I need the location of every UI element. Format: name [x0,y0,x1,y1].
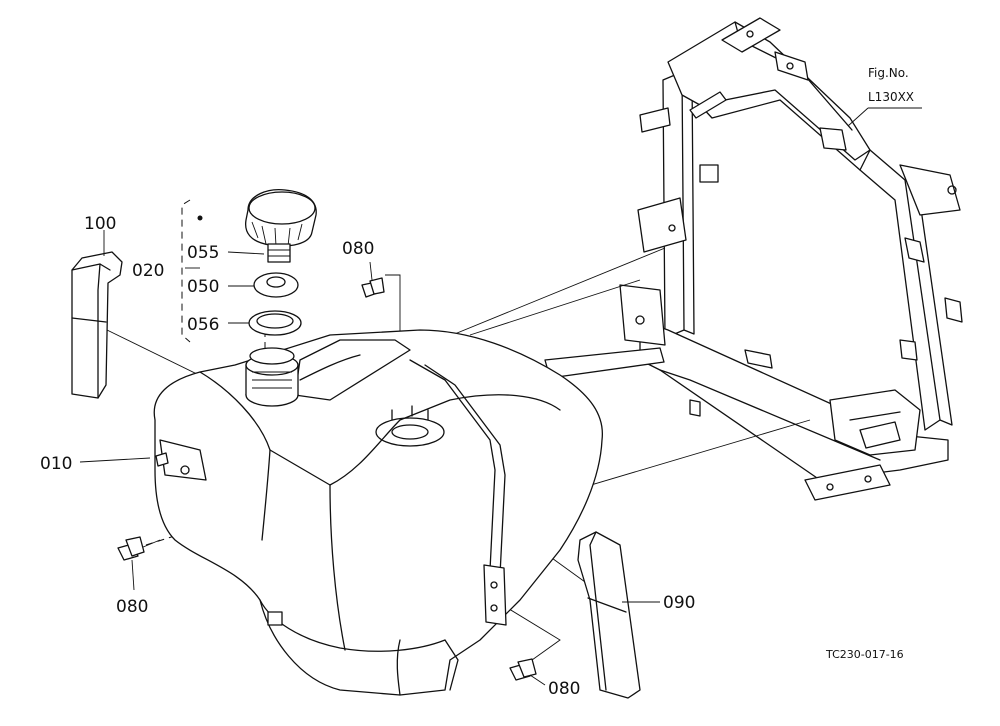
fuel-cap [244,189,317,247]
group-dot [197,215,203,221]
cushion-100 [71,230,123,399]
gasket-050 [253,272,299,298]
label-050: 050 [187,277,219,297]
bolt-080-top [361,261,385,298]
label-055: 055 [187,243,219,263]
figure-ref-line1: Fig.No. [868,66,909,80]
support-frame [544,17,963,501]
label-020: 020 [132,261,164,281]
fuel-tank [153,329,604,696]
label-080-bottom: 080 [548,679,580,699]
cushion-090 [577,531,660,699]
oring-056 [248,310,302,336]
label-010: 010 [40,454,72,474]
filter-055 [267,243,291,263]
drawing-code: TC230-017-16 [825,648,904,661]
group-bracket-020 [181,199,191,343]
label-100: 100 [84,214,116,234]
bolt-080-left [117,536,145,591]
label-056: 056 [187,315,219,335]
bolt-010 [79,452,169,467]
label-090: 090 [663,593,695,613]
figure-ref-line2: L130XX [868,90,914,104]
label-080-top: 080 [342,239,374,259]
label-080-left: 080 [116,597,148,617]
bolt-080-bottom [509,658,546,686]
